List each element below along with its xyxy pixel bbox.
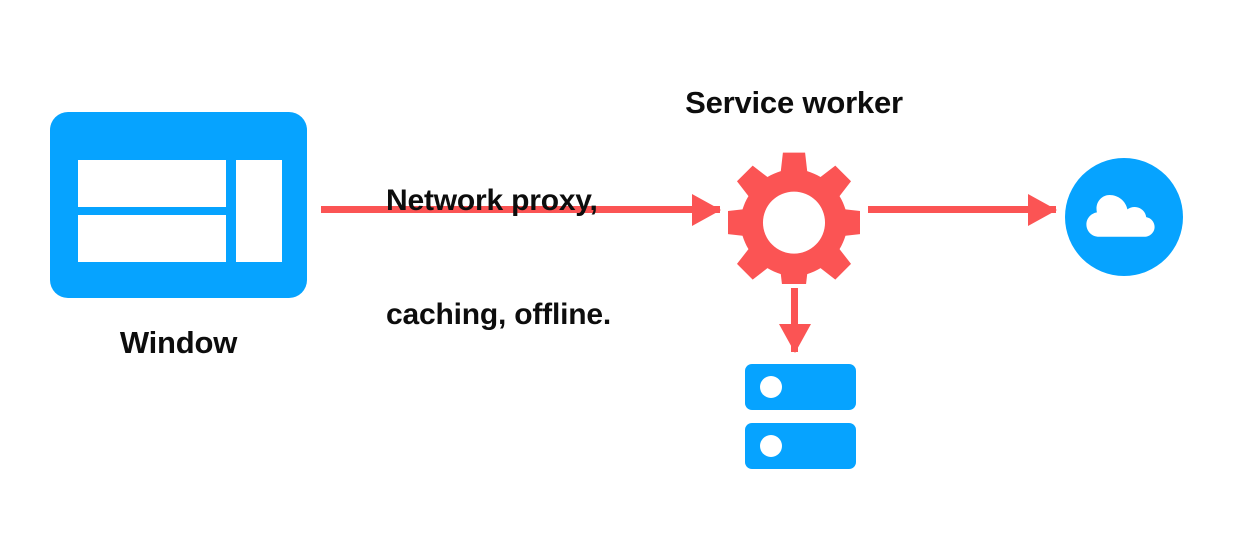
arrow-head-icon <box>692 193 721 226</box>
edge-caption: Network proxy, caching, offline. <box>386 106 650 410</box>
window-pane-top <box>78 160 226 207</box>
edge-caption-line-2: caching, offline. <box>386 298 611 331</box>
database-bar-bottom <box>745 423 856 469</box>
window-pane-side <box>236 160 282 262</box>
arrow-head-icon <box>778 324 811 353</box>
arrow-shaft <box>868 206 1056 213</box>
database-led-icon <box>760 376 782 398</box>
window-pane-bottom <box>78 215 226 262</box>
database-led-icon <box>760 435 782 457</box>
window-label: Window <box>119 325 238 360</box>
arrow-service-worker-to-storage <box>778 288 811 353</box>
database-bar-top <box>745 364 856 410</box>
arrow-window-to-service-worker <box>321 193 721 226</box>
gear-icon <box>728 148 860 284</box>
arrow-shaft <box>791 288 798 352</box>
edge-caption-line-1: Network proxy, <box>386 184 598 217</box>
arrow-shaft <box>321 206 720 213</box>
database-icon <box>745 364 856 469</box>
cloud-icon <box>1065 158 1183 276</box>
window-icon <box>50 112 307 298</box>
arrow-service-worker-to-cloud <box>868 193 1057 226</box>
arrow-head-icon <box>1028 193 1057 226</box>
service-worker-label: Service worker <box>685 85 903 120</box>
